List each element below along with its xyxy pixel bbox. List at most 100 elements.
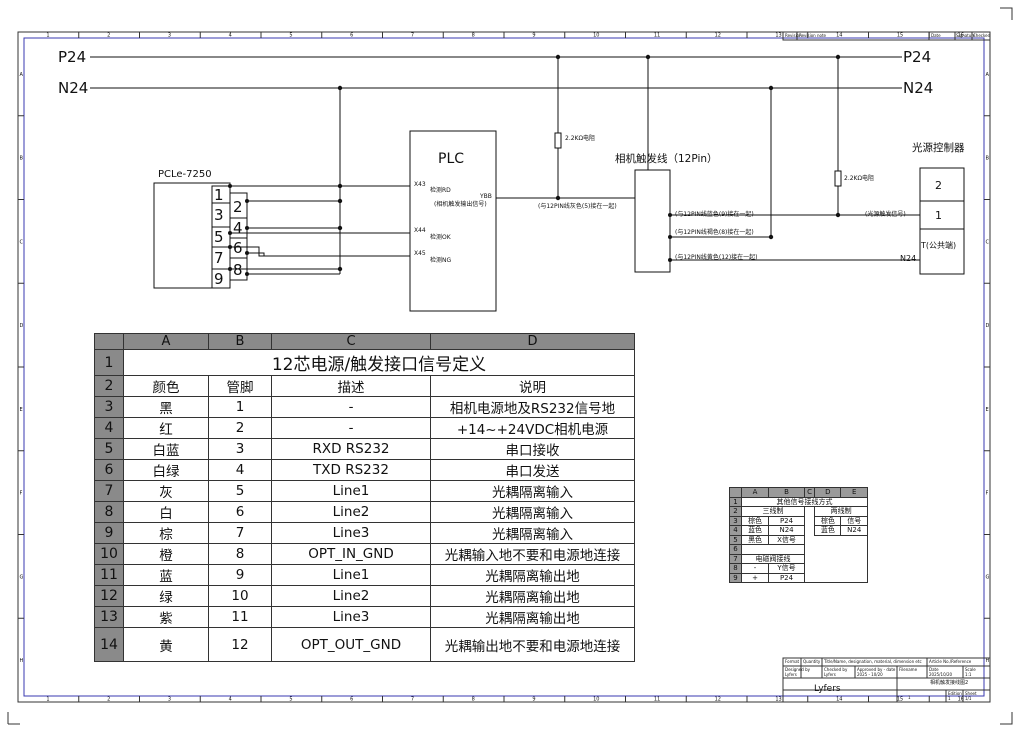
frame-col-number: 11 (654, 33, 660, 39)
color-cell: 绿 (123, 585, 209, 607)
frame-row-letter: E (986, 407, 989, 413)
pcle-pin-6: 6 (233, 239, 243, 257)
camera-note-3: (与12PIN线黄色(12)接在一起) (675, 253, 758, 261)
row-number: 14 (94, 627, 124, 662)
frame-col-number: 6 (350, 33, 353, 39)
frame-col-number: 14 (836, 697, 842, 703)
n24-label-right: N24 (903, 79, 933, 97)
note-cell: 串口发送 (430, 459, 635, 481)
aux-corner-cell (729, 487, 742, 498)
aux-cell: + (740, 572, 770, 583)
color-cell: 蓝 (123, 564, 209, 586)
aux-row-number: 4 (729, 525, 742, 536)
row-number: 4 (94, 417, 124, 439)
note-cell: 光耦输入地不要和电源地连接 (430, 543, 635, 565)
tb-company: Lyfers (814, 684, 841, 694)
light-terminal-1: 1 (935, 209, 942, 222)
tb-sheet-val: 1/1 (965, 696, 972, 701)
frame-col-number: 15 (897, 33, 903, 39)
pin-cell: 9 (208, 564, 272, 586)
plc-x45-desc: 检测NG (430, 256, 451, 264)
aux-cell: P24 (768, 572, 805, 583)
frame-col-number: 16 (958, 33, 964, 39)
col-header: B (208, 333, 272, 350)
light-terminal-2: 2 (935, 179, 942, 192)
aux-col-header: B (768, 487, 805, 498)
row-number: 13 (94, 606, 124, 628)
plc-ybb: YBB (479, 193, 492, 200)
plc-ybb-desc: (相机触发输出信号) (434, 200, 487, 208)
frame-col-number: 7 (411, 33, 414, 39)
desc-cell: TXD RS232 (271, 459, 431, 481)
desc-cell: Line1 (271, 480, 431, 502)
color-cell: 黑 (123, 396, 209, 418)
row-number: 6 (94, 459, 124, 481)
pin-cell: 4 (208, 459, 272, 481)
tb-sheet: Sheet (965, 691, 977, 696)
color-cell: 红 (123, 417, 209, 439)
ybb-note: (与12PIN线灰色(5)接在一起) (538, 202, 617, 210)
tb-designer: Lyfers (785, 672, 797, 677)
note-cell: 光耦隔离输入 (430, 480, 635, 502)
frame-col-number: 3 (168, 33, 171, 39)
tb-rev-note: Revision note (799, 33, 826, 38)
aux-row-number: 5 (729, 534, 742, 545)
note-cell: 光耦隔离输入 (430, 522, 635, 544)
note-cell: 相机电源地及RS232信号地 (430, 396, 635, 418)
title-block-frame (443, 31, 991, 703)
frame-row-letter: C (986, 239, 990, 245)
frame-col-number: 8 (472, 33, 475, 39)
row-number: 8 (94, 501, 124, 523)
pcle-pin-blocks (211, 185, 248, 289)
aux-cell: N24 (768, 525, 805, 536)
camera-wiring (647, 57, 920, 261)
aux-cell: 棕色 (740, 515, 770, 526)
tb-edition: Edition (948, 691, 962, 696)
tb-filename: Filename (899, 667, 918, 672)
desc-cell: Line3 (271, 606, 431, 628)
desc-cell: OPT_IN_GND (271, 543, 431, 565)
frame-row-letter: A (986, 72, 990, 78)
aux-spacer (803, 506, 816, 516)
tb-date-val: 2025/10/20 (929, 672, 953, 677)
aux-row-number: 8 (729, 563, 742, 574)
table-col-header-row: A B C D (94, 333, 635, 350)
pcle-pin-2: 2 (233, 198, 243, 216)
aux-col-header: E (840, 487, 868, 498)
aux-row-number: 9 (729, 572, 742, 583)
aux-cell (741, 544, 805, 555)
frame-row-letter: F (20, 491, 23, 497)
plc-x44: X44 (414, 227, 426, 234)
tb-quantity: Quantity (803, 659, 821, 664)
tb-designed: Designed by (785, 667, 810, 672)
tb-drawing-title: 相机触发接线图2 (930, 680, 969, 686)
tb-approved: Approved by - date (857, 667, 896, 672)
frame-row-letter: G (986, 574, 990, 580)
frame-col-number: 9 (532, 33, 535, 39)
pcle-pin-4: 4 (233, 219, 243, 237)
frame-row-letter: H (20, 658, 24, 664)
pin-cell: 12 (208, 627, 272, 662)
p24-label-left: P24 (58, 48, 86, 66)
row-number: 9 (94, 522, 124, 544)
tb-edition-num: 1 (948, 696, 951, 701)
color-cell: 白 (123, 501, 209, 523)
pin-cell: 10 (208, 585, 272, 607)
tb-article: Article No./Reference (929, 659, 972, 664)
pcle-pin-8: 8 (233, 261, 243, 279)
row-number: 10 (94, 543, 124, 565)
tb-scale-val: 1:1 (965, 672, 972, 677)
plc-x44-desc: 检测OK (430, 233, 452, 241)
aux-cell: P24 (768, 515, 805, 526)
aux-cell: Y信号 (768, 563, 805, 574)
note-cell: 光耦隔离输出地 (430, 564, 635, 586)
aux-cell: 蓝色 (740, 525, 770, 536)
